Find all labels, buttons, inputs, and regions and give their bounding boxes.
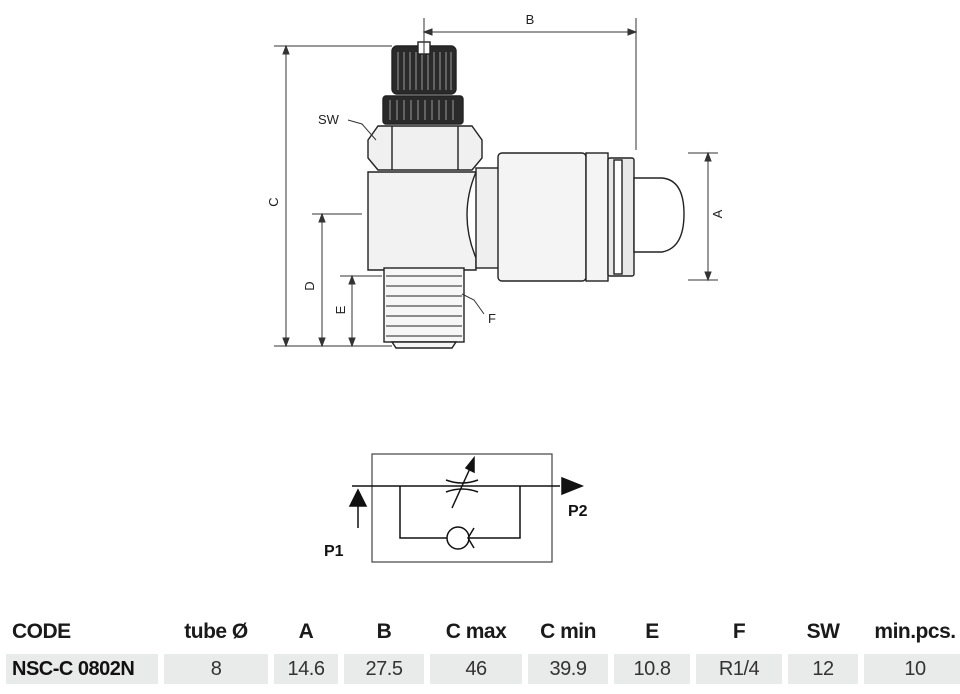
dim-label-sw: SW [318, 112, 340, 127]
technical-drawing: B C D E A SW F P1 P2 [266, 12, 725, 563]
table-header-row: CODE tube Ø A B C max C min E F SW min.p… [6, 618, 960, 648]
dimension-lines [274, 18, 718, 348]
header-sw: SW [806, 620, 840, 643]
cell-a: 14.6 [274, 654, 338, 684]
header-c-max: C max [445, 620, 507, 643]
fitting-neck [475, 167, 501, 269]
port-label-p2: P2 [568, 503, 588, 520]
header-e: E [645, 620, 659, 643]
dim-label-f: F [488, 311, 496, 326]
cell-c-max: 46 [430, 654, 522, 684]
cell-b: 27.5 [344, 654, 424, 684]
lock-nut [382, 95, 464, 125]
valve-body [367, 171, 478, 271]
header-c-min: C min [540, 620, 596, 643]
dim-label-a: A [710, 209, 725, 218]
cell-code: NSC-C 0802N [6, 654, 158, 684]
dim-label-b: B [526, 12, 535, 27]
header-f: F [732, 620, 746, 643]
flow-control-symbol [348, 453, 585, 563]
cell-sw: 12 [788, 654, 858, 684]
threaded-stud [383, 267, 465, 343]
header-code: CODE [12, 620, 71, 643]
dim-label-c: C [266, 197, 281, 206]
dim-label-d: D [302, 281, 317, 290]
cell-min-pcs: 10 [864, 654, 960, 684]
header-a: A [298, 620, 314, 643]
valve-drawing [367, 41, 685, 349]
header-min-pcs: min.pcs. [874, 620, 956, 643]
spec-table: CODE tube Ø A B C max C min E F SW min.p… [0, 612, 960, 690]
hex-body [367, 125, 483, 171]
tube [633, 177, 685, 253]
cell-c-min: 39.9 [528, 654, 608, 684]
push-in-fitting [497, 152, 587, 282]
cell-tube: 8 [164, 654, 268, 684]
dim-label-e: E [333, 305, 348, 314]
check-valve-ball [446, 526, 470, 550]
cell-f: R1/4 [696, 654, 782, 684]
header-tube: tube Ø [184, 620, 248, 643]
cell-e: 10.8 [614, 654, 690, 684]
release-collet [585, 152, 609, 282]
port-label-p1: P1 [324, 543, 344, 560]
table-row: NSC-C 0802N 8 14.6 27.5 46 39.9 10.8 R1/… [6, 654, 960, 684]
header-b: B [376, 620, 392, 643]
